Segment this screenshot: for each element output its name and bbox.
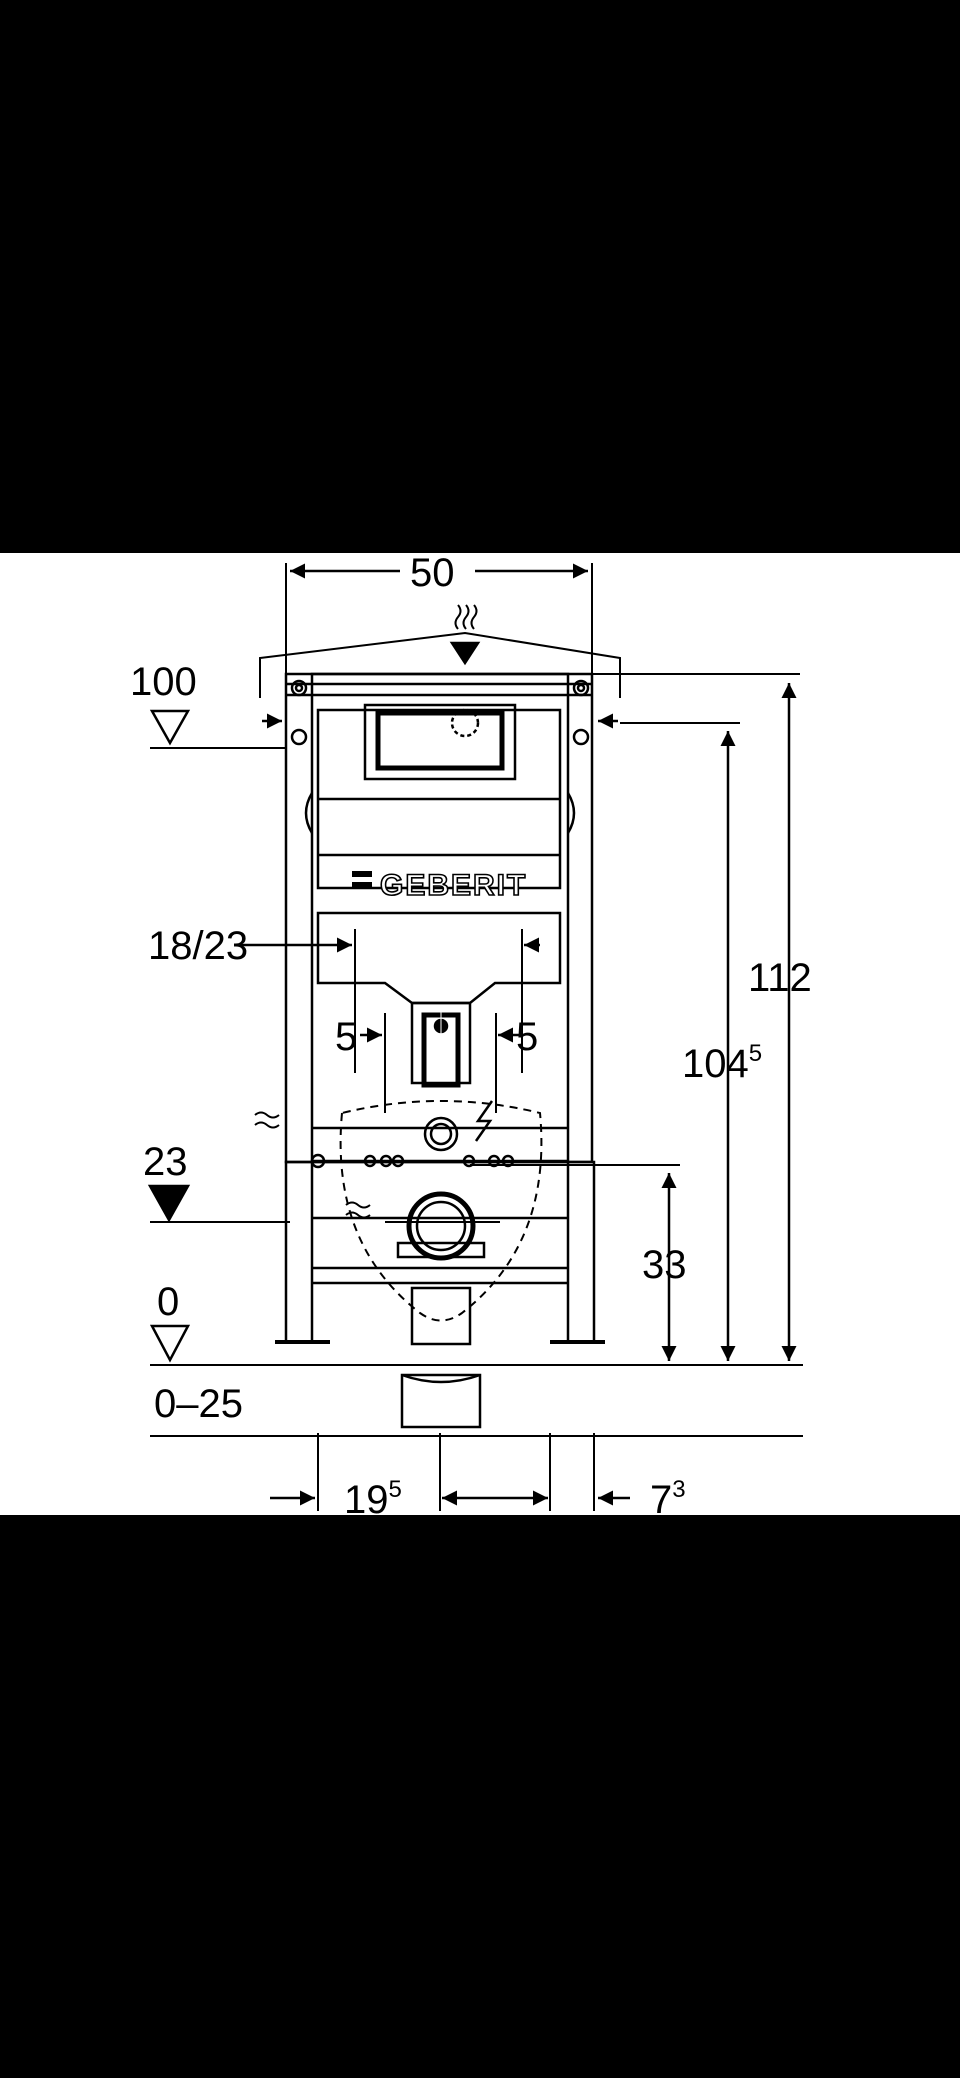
technical-drawing-panel: GEBERIT	[0, 553, 960, 1515]
geberit-logo: GEBERIT	[352, 868, 527, 903]
label-bottom-right: 73	[650, 1476, 686, 1515]
label-side-left: 5	[335, 1015, 357, 1059]
left-leg	[284, 1160, 314, 1344]
level-marker-drain	[147, 1184, 191, 1223]
water-symbols	[254, 604, 494, 1219]
label-level-flush: 18/23	[148, 924, 248, 968]
label-level-drain: 23	[143, 1140, 188, 1184]
dimension-labels: 50 100 112 1045 18/23 5 5 23 33 0 0–25 1…	[130, 553, 812, 1515]
brand-text: GEBERIT	[380, 869, 527, 902]
label-side-right: 5	[516, 1015, 538, 1059]
installation-drawing: GEBERIT	[130, 553, 812, 1515]
level-markers	[147, 641, 481, 1363]
frame-outline	[284, 672, 594, 1164]
label-level-top: 100	[130, 660, 197, 704]
installation-frame	[275, 672, 605, 1344]
black-background-top	[0, 0, 960, 553]
frame-inner	[310, 672, 570, 1164]
right-leg	[566, 1160, 596, 1344]
label-drain-height: 33	[642, 1243, 687, 1287]
flush-pipe	[310, 911, 562, 1169]
label-width-top: 50	[410, 553, 455, 595]
label-level-floor: 0	[157, 1280, 179, 1324]
label-floor-range: 0–25	[154, 1382, 243, 1426]
black-background-bottom	[0, 1515, 960, 2078]
water-inlet-arrow	[449, 641, 481, 666]
level-marker-top	[149, 709, 191, 746]
dimension-arrows	[240, 563, 797, 1506]
level-marker-floor	[149, 1324, 191, 1363]
reference-lines	[150, 563, 803, 1511]
drain-connection	[339, 1100, 543, 1429]
label-height-total: 112	[748, 956, 812, 1000]
flush-plate-opening	[363, 703, 517, 781]
cistern	[304, 703, 576, 890]
label-bottom-left: 195	[344, 1476, 402, 1515]
label-height-inner: 1045	[682, 1040, 762, 1086]
